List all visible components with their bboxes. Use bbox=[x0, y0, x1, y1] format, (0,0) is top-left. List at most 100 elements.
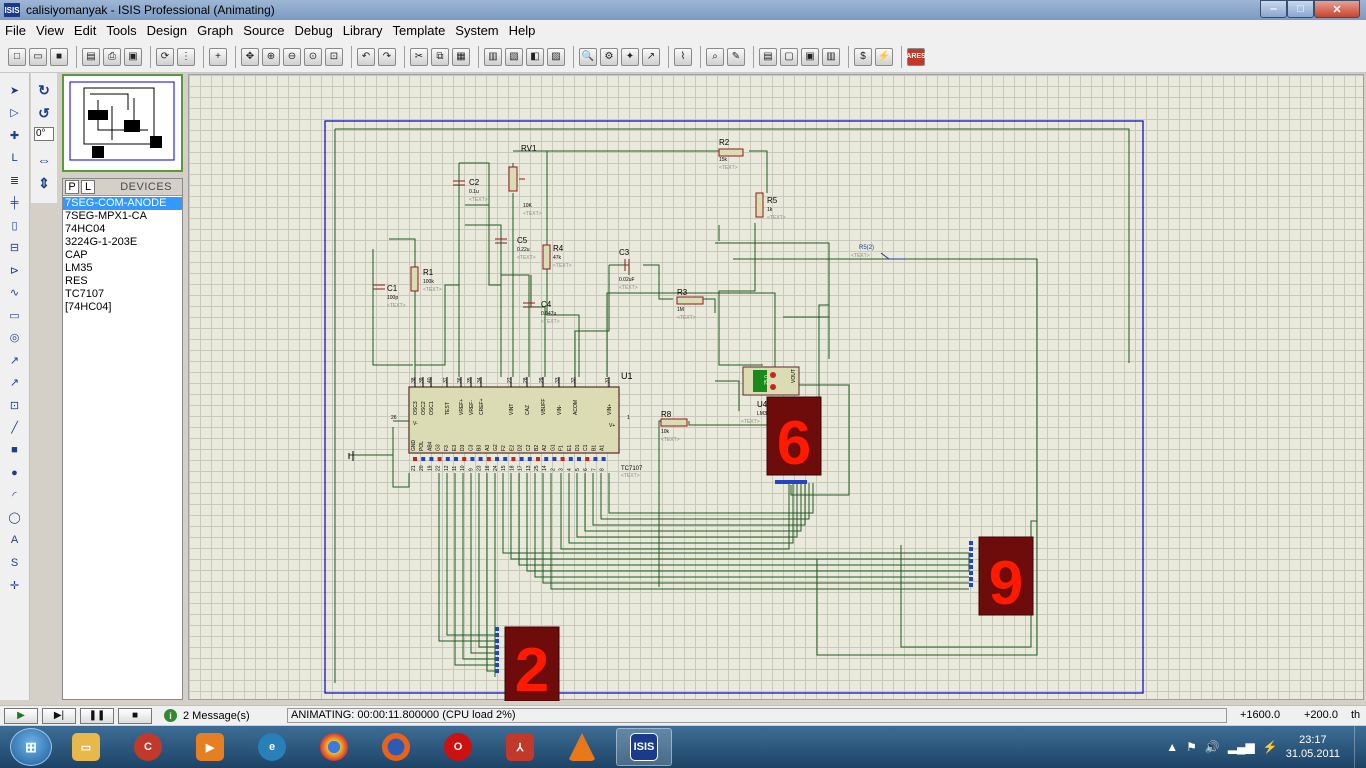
pause-button[interactable]: ❚❚ bbox=[80, 707, 114, 724]
library-manager-button[interactable]: L bbox=[81, 180, 95, 194]
tape-recorder-icon[interactable]: ▭ bbox=[9, 309, 20, 322]
redo-icon[interactable]: ↷ bbox=[378, 47, 396, 66]
taskbar-acrobat[interactable]: ⅄ bbox=[492, 728, 548, 766]
wire-autorouter-icon[interactable]: ⌇ bbox=[674, 47, 692, 66]
new-file-icon[interactable]: □ bbox=[8, 47, 26, 66]
device-item[interactable]: TC7107 bbox=[65, 288, 105, 300]
device-item[interactable]: [74HC04] bbox=[65, 301, 112, 313]
taskbar-chrome[interactable] bbox=[306, 728, 362, 766]
refresh-icon[interactable]: ⟳ bbox=[156, 47, 174, 66]
generator-icon[interactable]: ◎ bbox=[9, 332, 20, 344]
show-hidden-icons-icon[interactable]: ▲ bbox=[1166, 740, 1179, 754]
property-assign-icon[interactable]: ✎ bbox=[727, 47, 745, 66]
undo-icon[interactable]: ↶ bbox=[357, 47, 375, 66]
device-item[interactable]: RES bbox=[65, 275, 88, 287]
block-rotate-icon[interactable]: ◧ bbox=[526, 47, 544, 66]
component-mode-icon[interactable]: ▷ bbox=[10, 107, 19, 119]
make-device-icon[interactable]: ⚙ bbox=[600, 47, 618, 66]
cut-icon[interactable]: ✂ bbox=[410, 47, 428, 66]
goto-sheet-icon[interactable]: ▥ bbox=[822, 47, 840, 66]
grid-icon[interactable]: ⋮ bbox=[177, 47, 195, 66]
network-icon[interactable]: ▂▄▆ bbox=[1227, 740, 1255, 754]
bus-icon[interactable]: ╪ bbox=[10, 196, 19, 209]
menu-debug[interactable]: Debug bbox=[294, 23, 333, 38]
menu-file[interactable]: File bbox=[5, 23, 26, 38]
stop-button[interactable]: ■ bbox=[118, 707, 152, 724]
marker-icon[interactable]: ✛ bbox=[9, 579, 20, 592]
power-icon[interactable]: ⚡ bbox=[1262, 740, 1278, 754]
rotation-angle-field[interactable]: 0° bbox=[34, 127, 54, 141]
menu-design[interactable]: Design bbox=[146, 23, 188, 38]
device-item[interactable]: 3224G-1-203E bbox=[65, 236, 138, 248]
taskbar-explorer[interactable]: ▭ bbox=[58, 728, 114, 766]
decompose-icon[interactable]: ↗ bbox=[642, 47, 660, 66]
junction-dot-icon[interactable]: ✚ bbox=[9, 129, 20, 142]
device-item[interactable]: LM35 bbox=[65, 262, 93, 274]
print-icon[interactable]: ⎙ bbox=[103, 47, 121, 66]
search-tag-icon[interactable]: ⌕ bbox=[706, 47, 724, 66]
clock[interactable]: 23:17 31.05.2011 bbox=[1286, 733, 1340, 761]
wire-label-icon[interactable]: L bbox=[11, 151, 18, 164]
taskbar-firefox[interactable] bbox=[368, 728, 424, 766]
device-item[interactable]: CAP bbox=[65, 249, 88, 261]
device-item[interactable]: 74HC04 bbox=[65, 223, 106, 235]
save-icon[interactable]: ■ bbox=[50, 47, 68, 66]
close-button[interactable]: ✕ bbox=[1314, 0, 1360, 18]
menu-source[interactable]: Source bbox=[243, 23, 285, 38]
device-pin-icon[interactable]: ⊳ bbox=[9, 264, 20, 277]
subcircuit-icon[interactable]: ▯ bbox=[11, 219, 18, 232]
menu-help[interactable]: Help bbox=[508, 23, 536, 38]
menu-library[interactable]: Library bbox=[342, 23, 383, 38]
rotate-clockwise-icon[interactable]: ↻ bbox=[38, 81, 50, 98]
bill-of-materials-icon[interactable]: $ bbox=[854, 47, 872, 66]
device-item[interactable]: 7SEG-MPX1-CA bbox=[65, 210, 147, 222]
current-probe-icon[interactable]: ↗ bbox=[9, 377, 20, 389]
menu-tools[interactable]: Tools bbox=[106, 23, 137, 38]
import-icon[interactable]: ▤ bbox=[82, 47, 100, 66]
play-button[interactable]: ▶ bbox=[4, 707, 38, 724]
start-button[interactable]: ⊞ bbox=[10, 728, 52, 766]
pan-icon[interactable]: ✥ bbox=[241, 47, 259, 66]
minimize-button[interactable]: ‒ bbox=[1260, 0, 1287, 18]
step-button[interactable]: ▶| bbox=[42, 707, 76, 724]
origin-icon[interactable]: + bbox=[209, 47, 227, 66]
print-area-icon[interactable]: ▣ bbox=[124, 47, 142, 66]
taskbar-vlc[interactable] bbox=[554, 728, 610, 766]
ares-icon[interactable]: ARES bbox=[906, 47, 926, 66]
selection-mode-icon[interactable]: ➤ bbox=[9, 84, 20, 97]
zoom-area-icon[interactable]: ⊡ bbox=[325, 47, 343, 66]
virtual-instrument-icon[interactable]: ⊡ bbox=[9, 399, 20, 412]
exit-to-parent-icon[interactable]: ▣ bbox=[801, 47, 819, 66]
zoom-in-icon[interactable]: ⊕ bbox=[262, 47, 280, 66]
box-icon[interactable]: ■ bbox=[11, 444, 18, 456]
arc-icon[interactable]: ◜ bbox=[12, 489, 17, 502]
overview-window[interactable] bbox=[62, 74, 183, 172]
terminal-icon[interactable]: ⊟ bbox=[9, 242, 20, 254]
remove-sheet-icon[interactable]: ▢ bbox=[780, 47, 798, 66]
menu-edit[interactable]: Edit bbox=[73, 23, 97, 38]
text-icon[interactable]: A bbox=[10, 534, 19, 546]
menu-graph[interactable]: Graph bbox=[197, 23, 234, 38]
line-icon[interactable]: ╱ bbox=[11, 422, 18, 434]
paste-icon[interactable]: ▦ bbox=[452, 47, 470, 66]
taskbar-internet-explorer[interactable]: e bbox=[244, 728, 300, 766]
block-copy-icon[interactable]: ▥ bbox=[484, 47, 502, 66]
path-icon[interactable]: ◯ bbox=[8, 512, 21, 524]
pick-device-icon[interactable]: 🔍 bbox=[579, 47, 597, 66]
block-delete-icon[interactable]: ▨ bbox=[547, 47, 565, 66]
menu-template[interactable]: Template bbox=[392, 23, 446, 38]
maximize-button[interactable]: □ bbox=[1287, 0, 1314, 18]
new-sheet-icon[interactable]: ▤ bbox=[759, 47, 777, 66]
menu-system[interactable]: System bbox=[455, 23, 499, 38]
graph-icon[interactable]: ∿ bbox=[9, 287, 20, 299]
action-center-icon[interactable]: ⚑ bbox=[1186, 740, 1197, 754]
zoom-out-icon[interactable]: ⊖ bbox=[283, 47, 301, 66]
volume-icon[interactable]: 🔊 bbox=[1204, 740, 1220, 754]
taskbar-opera[interactable]: O bbox=[430, 728, 486, 766]
mirror-horizontal-icon[interactable]: ⇔ bbox=[37, 152, 51, 168]
taskbar-isis[interactable]: ISIS bbox=[616, 728, 672, 766]
copy-icon[interactable]: ⧉ bbox=[431, 47, 449, 66]
zoom-all-icon[interactable]: ⊙ bbox=[304, 47, 322, 66]
packaging-icon[interactable]: ✦ bbox=[621, 47, 639, 66]
block-move-icon[interactable]: ▧ bbox=[505, 47, 523, 66]
